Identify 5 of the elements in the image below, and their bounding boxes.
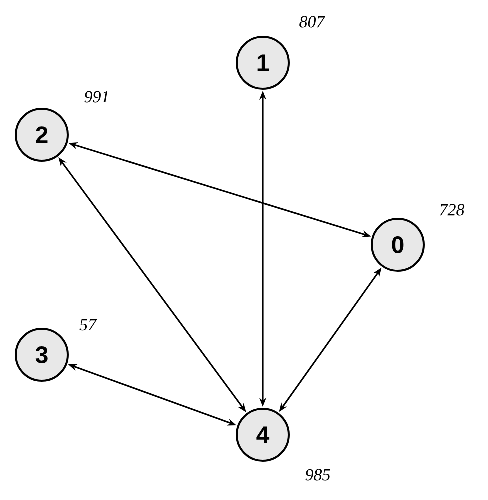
weight-label: 807 <box>300 16 326 28</box>
weight-label: 57 <box>80 319 98 331</box>
weight-label: 991 <box>84 91 108 103</box>
weight-label: 985 <box>306 469 330 481</box>
weight-label: 728 <box>440 204 465 216</box>
